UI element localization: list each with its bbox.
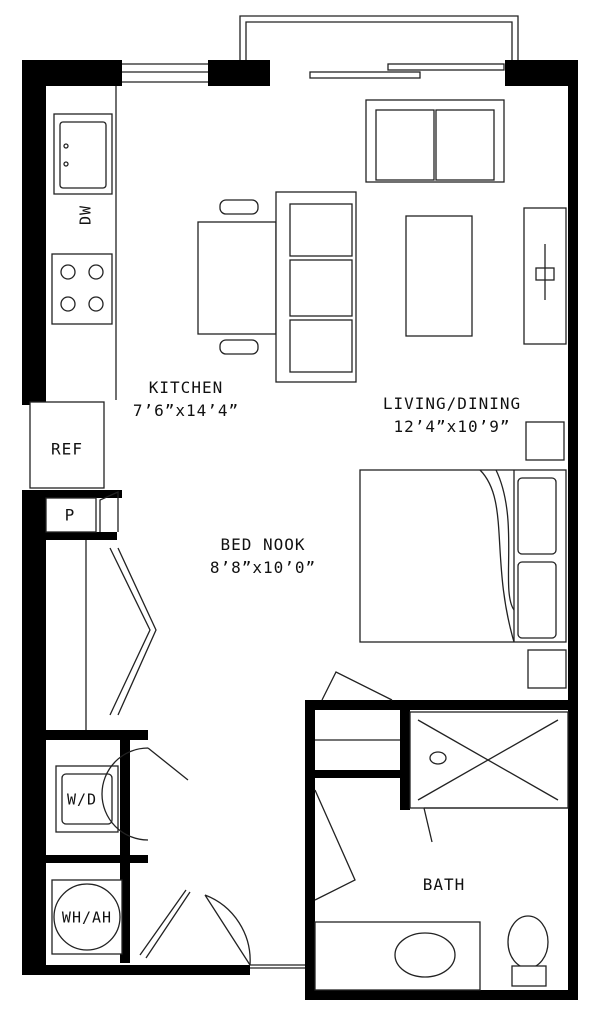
refrigerator: REF [29, 401, 105, 489]
ref-label: REF [51, 440, 83, 459]
bed-name: BED NOOK [220, 535, 305, 554]
closet-doors [85, 540, 157, 730]
bed [359, 469, 567, 643]
room-labels: KITCHEN 7’6”x14’4” LIVING/DINING 12’4”x1… [133, 378, 521, 894]
pantry: P [45, 490, 119, 533]
kitchen-sink [53, 113, 113, 195]
pantry-label: P [65, 506, 76, 525]
kitchen-size: 7’6”x14’4” [133, 401, 239, 420]
coffee-table [405, 215, 473, 337]
kitchen-name: KITCHEN [149, 378, 223, 397]
shower [409, 711, 569, 843]
balcony [239, 15, 519, 60]
stove [51, 253, 113, 325]
bed-size: 8’8”x10’0” [210, 558, 316, 577]
living-size: 12’4”x10’9” [394, 417, 511, 436]
bath-name: BATH [423, 875, 466, 894]
sofa [275, 191, 357, 383]
washer-dryer: W/D [55, 747, 189, 841]
dishwasher-label: DW [77, 205, 95, 225]
dining-table [197, 199, 277, 355]
loveseat [365, 99, 505, 183]
nightstand [525, 421, 565, 461]
vanity [314, 921, 481, 991]
living-name: LIVING/DINING [383, 394, 521, 413]
interior-walls [22, 490, 410, 963]
washer-dryer-label: W/D [67, 791, 97, 809]
exterior-walls [22, 60, 578, 1000]
kitchen-counter: DW [51, 86, 117, 400]
bath-closet-door [314, 671, 400, 901]
water-heater: WH/AH [51, 879, 191, 959]
entry-door [204, 894, 305, 969]
water-heater-label: WH/AH [62, 909, 112, 927]
tv-console [523, 207, 567, 345]
sliding-door [309, 63, 505, 79]
toilet [507, 915, 549, 987]
nightstand [527, 649, 567, 689]
window-kitchen [122, 63, 208, 83]
